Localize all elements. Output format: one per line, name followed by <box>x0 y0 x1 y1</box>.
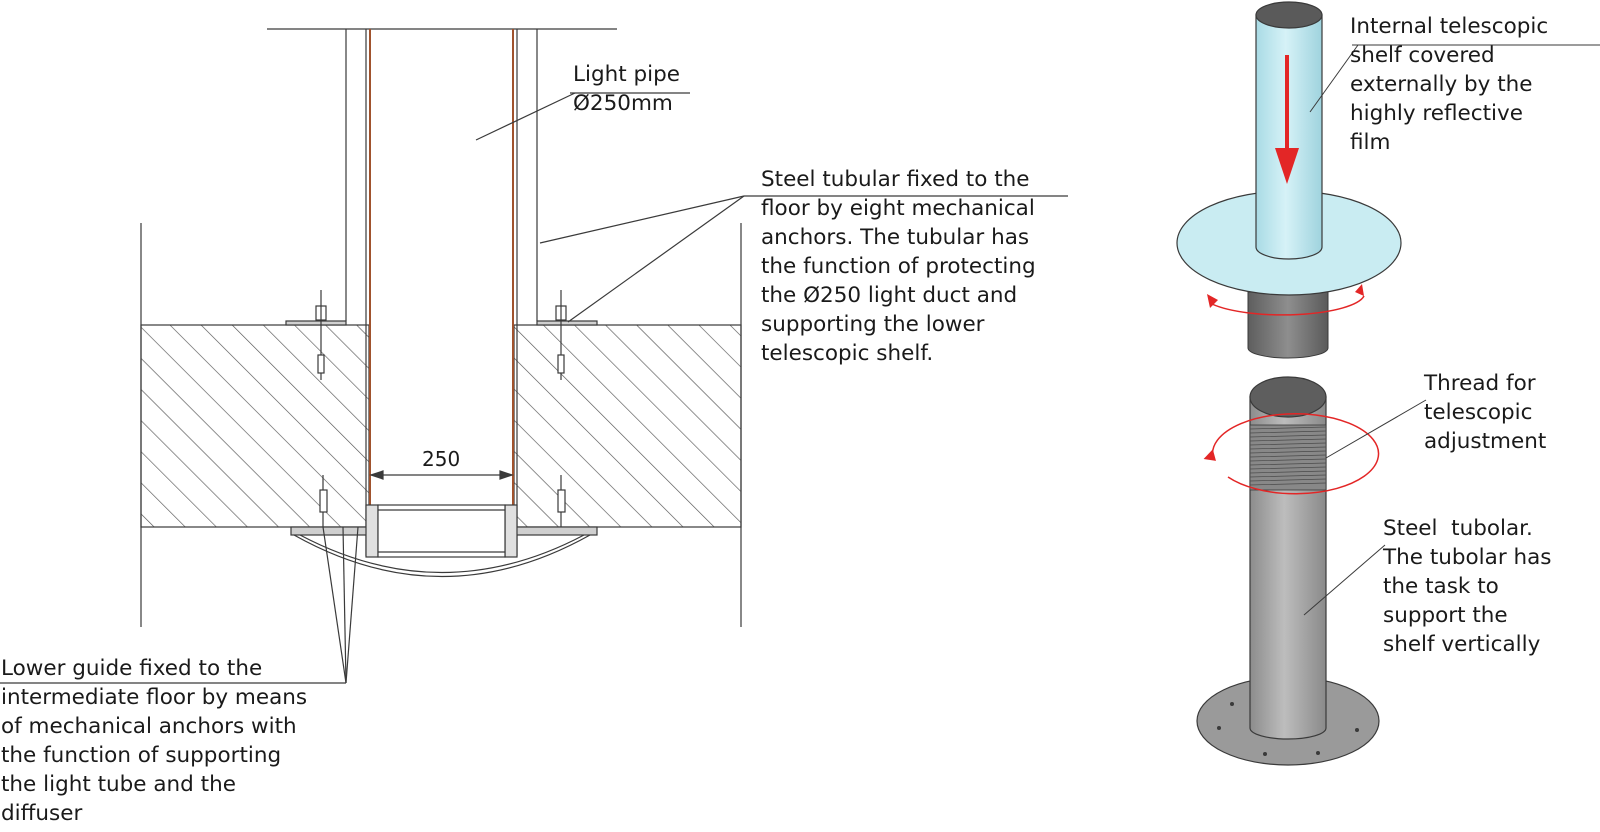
leader-lower-guide-3 <box>342 526 347 684</box>
label-internal-shelf: Internal telescopic shelf covered extern… <box>1350 14 1549 155</box>
label-lower-guide: Lower guide fixed to the intermediate fl… <box>1 656 308 826</box>
rotation-arrow-upper <box>1211 295 1365 316</box>
right-leaders <box>1303 44 1600 616</box>
leader-lower-guide-2 <box>345 526 359 684</box>
lower-guide-right <box>512 526 598 536</box>
slab-right <box>513 324 742 528</box>
diffuser <box>293 534 591 577</box>
tube-top-opening <box>1249 376 1327 418</box>
leader-internal-shelf <box>1309 44 1359 113</box>
leader-steel-tubolar <box>1303 544 1386 616</box>
label-dimension-250: 250 <box>422 447 461 471</box>
steel-tubolar-3d <box>1196 376 1380 766</box>
label-thread: Thread for telescopic adjustment <box>1424 371 1547 454</box>
leader-thread <box>1325 399 1427 459</box>
label-steel-tubolar: Steel tubolar. The tubolar has the task … <box>1383 516 1552 657</box>
upper-telescopic-shelf <box>1176 1 1402 359</box>
leader-light-pipe <box>475 92 576 141</box>
pipe-top-opening <box>1255 1 1323 29</box>
label-steel-tubular-fixed: Steel tubular fixed to the floor by eigh… <box>761 167 1036 366</box>
anchor-bottom-left <box>319 475 328 530</box>
base-plate-right <box>536 320 598 326</box>
leader-lower-guide-1 <box>322 526 347 684</box>
base-plate-left <box>285 320 347 326</box>
section-drawing <box>0 28 1068 684</box>
anchor-top-right <box>555 290 567 380</box>
slab-left <box>140 324 370 528</box>
diffuser-collar <box>377 504 506 558</box>
rotation-arrow-lower <box>1211 413 1380 495</box>
leader-steel-tubular-2 <box>567 195 745 323</box>
anchor-top-left <box>315 290 327 380</box>
label-light-pipe: Light pipe Ø250mm <box>573 62 680 116</box>
leader-steel-tubular-1 <box>539 195 745 244</box>
anchor-bottom-right <box>557 475 566 530</box>
